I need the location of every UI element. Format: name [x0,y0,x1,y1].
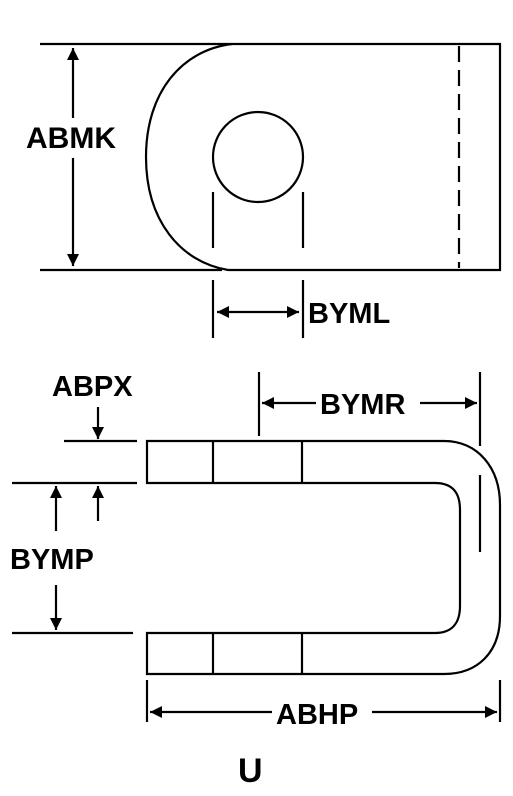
abpx-label: ABPX [52,371,133,403]
byml-label: BYML [308,298,390,330]
side-view [12,372,502,722]
bymr-label: BYMR [320,389,405,421]
bymp-label: BYMP [10,544,94,576]
mounting-hole [211,110,305,204]
diagram-caption: U [238,752,263,790]
top-view-outline [144,42,502,272]
top-view [40,42,502,338]
u-clamp-outline [145,439,502,676]
abmk-label: ABMK [26,122,116,155]
abhp-label: ABHP [276,699,358,731]
abmk-label-background [24,118,128,158]
